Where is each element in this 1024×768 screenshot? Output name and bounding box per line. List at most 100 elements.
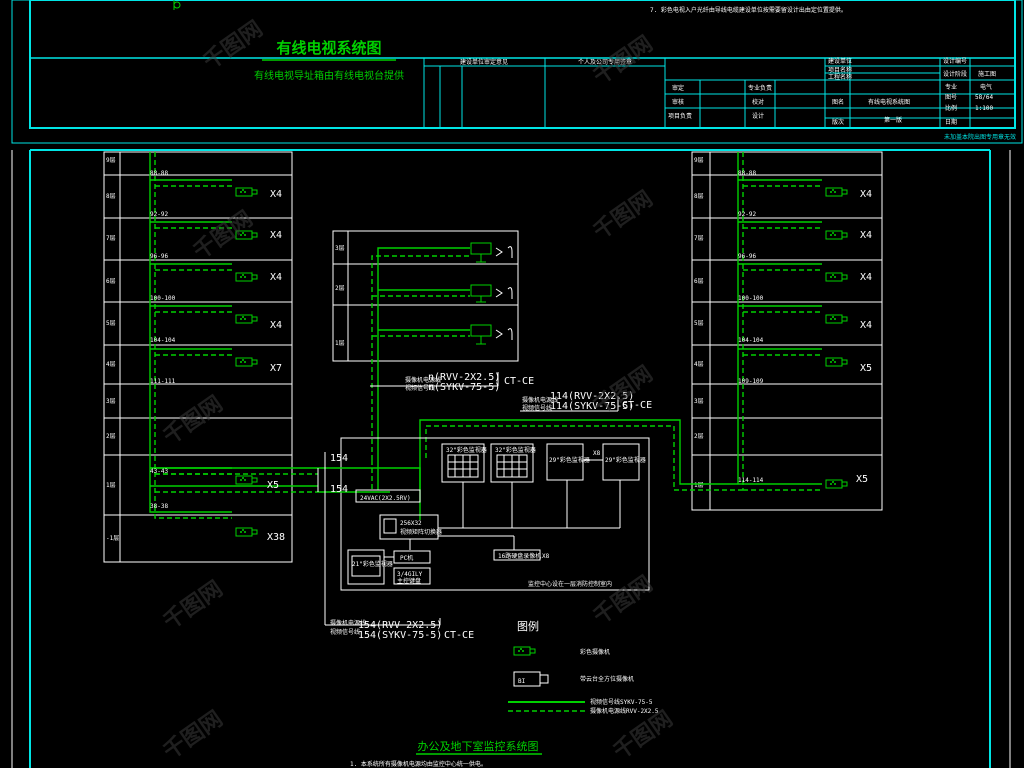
right-qty: X5 <box>856 474 868 485</box>
right-addr: 88-88 <box>738 170 756 177</box>
right-floor-2: 2层 <box>694 433 704 440</box>
cell-design-no: 设计编号 <box>943 57 967 65</box>
note-power: 摄像机电源线 <box>522 396 558 404</box>
left-floor-8: 8层 <box>106 193 116 200</box>
note-power: 摄像机电源线 <box>405 376 441 384</box>
cell-project: 项目名称 <box>828 66 852 74</box>
legend-title: 图例 <box>517 619 539 633</box>
cell-unit: 建设单位 <box>828 57 852 65</box>
control-room-caption: 监控中心设在一层消防控制室内 <box>528 580 612 588</box>
cell-subproject: 工程名称 <box>828 73 852 81</box>
right-addr: 96-96 <box>738 253 756 260</box>
left-floor-b1: -1层 <box>106 535 119 542</box>
svg-text:BI: BI <box>518 678 526 685</box>
cable-label: n(SYKV-75-5) <box>428 382 500 393</box>
right-floor-9: 9层 <box>694 157 704 164</box>
note-power: 摄像机电源线 <box>330 619 366 627</box>
top-note: 7. 彩色电视入户光纤由导线电缆建设单位按需要留设计出由定位置提供。 <box>650 6 847 14</box>
right-qty: X4 <box>860 189 872 200</box>
right-qty: X5 <box>860 363 872 374</box>
cell-drawing-no: 图号 <box>945 94 957 101</box>
cell-discipline: 专业 <box>945 83 957 91</box>
x8-top: X8 <box>593 450 601 457</box>
right-addr: 100-100 <box>738 295 764 302</box>
cell-date: 日期 <box>945 118 957 126</box>
ptz-camera-icon: BI <box>513 671 549 687</box>
note-video: 视频信号线 <box>330 628 360 636</box>
right-floor-6: 6层 <box>694 278 704 285</box>
left-addr: 96-96 <box>150 253 168 260</box>
right-addr: 92-92 <box>738 211 756 218</box>
cell-scale: 比例 <box>945 104 957 112</box>
camera-icon <box>235 527 258 537</box>
camera-icon <box>513 646 536 656</box>
cable-label: 114(RVV-2X2.5) <box>550 391 634 402</box>
camera-icon <box>825 479 848 489</box>
cell-discipline-lead: 专业负责 <box>748 84 772 92</box>
right-floor-7: 7层 <box>694 235 704 242</box>
camera-icon <box>235 314 258 324</box>
system-title: 办公及地下室监控系统图 1. 本系统所有摄像机电源均由监控中心统一供电。 <box>350 739 542 768</box>
legend-camera: 彩色摄像机 <box>580 648 610 656</box>
svg-text:千图网: 千图网 <box>159 577 227 635</box>
right-floor-4: 4层 <box>694 361 704 368</box>
right-qty: X4 <box>860 272 872 283</box>
monitor-21: 21"彩色监视器 <box>352 560 393 568</box>
center-riser: 3层 2层 1层 摄像机电源线 视频信号线 n(RVV-2X2.5) n(SYK… <box>332 230 652 460</box>
cell-discipline-val: 电气 <box>980 83 992 91</box>
cable-label: n(RVV-2X2.5) <box>428 372 500 383</box>
camera-icon <box>825 357 848 367</box>
cctv-title: 有线电视系统图 <box>276 39 381 57</box>
right-addr: 114-114 <box>738 477 764 484</box>
camera-icon <box>825 230 848 240</box>
camera-icon <box>825 187 848 197</box>
left-addr: 104-104 <box>150 337 176 344</box>
cell-design: 设计 <box>752 112 764 120</box>
left-qty: X38 <box>267 532 285 543</box>
left-floor-3: 3层 <box>106 398 116 405</box>
bottom-note: 未加盖本院出图专用章无效 <box>944 133 1016 141</box>
left-addr: 88-88 <box>150 170 168 177</box>
svg-text:千图网: 千图网 <box>199 17 267 75</box>
left-floor-5: 5层 <box>106 320 116 327</box>
left-floor-4: 4层 <box>106 361 116 368</box>
cell-scale-val: 1:100 <box>975 105 993 112</box>
cable-label: 154(RVV-2X2.5) <box>358 620 442 631</box>
right-floor-1: 1层 <box>694 482 704 489</box>
camera-icon <box>235 357 258 367</box>
svg-text:千图网: 千图网 <box>159 707 227 765</box>
cable-tag: CT-CE <box>622 400 652 411</box>
cable-tag: CT-CE <box>444 630 474 641</box>
legend-power: 摄像机电源线RVV-2X2.5 <box>590 707 659 715</box>
left-floor-9: 9层 <box>106 157 116 164</box>
input-154: 154 <box>330 484 348 495</box>
cell-project-lead: 项目负责 <box>668 112 692 120</box>
legend-coax: 视频信号线SYKV-75-5 <box>590 698 653 706</box>
svg-text:千图网: 千图网 <box>609 707 677 765</box>
cell-drawing-name: 有线电视系统图 <box>868 98 910 106</box>
center-floor-3: 3层 <box>335 245 345 252</box>
cable-label: 154(SYKV-75-5) <box>358 630 442 641</box>
svg-text:千图网: 千图网 <box>589 187 657 245</box>
cell-drawing-name-label: 图名 <box>832 98 844 106</box>
right-floor-3: 3层 <box>694 398 704 405</box>
camera-icon <box>235 272 258 282</box>
ptz-camera-icon <box>470 242 492 345</box>
left-qty: X4 <box>270 320 282 331</box>
note-video: 视频信号线 <box>522 404 552 412</box>
cable-label: 114(SYKV-75-5) <box>550 401 634 412</box>
matrix-label: 256X32 <box>400 520 422 527</box>
left-addr: 111-111 <box>150 378 176 385</box>
left-qty: X4 <box>270 189 282 200</box>
keyboard-label: 3/4GILY <box>397 571 423 578</box>
monitor-label: 32"彩色监视器 <box>495 446 536 454</box>
header-stamp: 个人及公司专用签章 <box>578 58 632 66</box>
legend-ptz: 带云台全方位摄像机 <box>580 675 634 683</box>
dvr-label: 16路硬盘录像机 <box>498 552 541 560</box>
right-addr: 104-104 <box>738 337 764 344</box>
svg-text:千图网: 千图网 <box>159 392 227 450</box>
monitor-label: 29"彩色监视器 <box>605 456 646 464</box>
cell-review: 审定 <box>672 84 684 92</box>
left-addr: 43-43 <box>150 468 168 475</box>
